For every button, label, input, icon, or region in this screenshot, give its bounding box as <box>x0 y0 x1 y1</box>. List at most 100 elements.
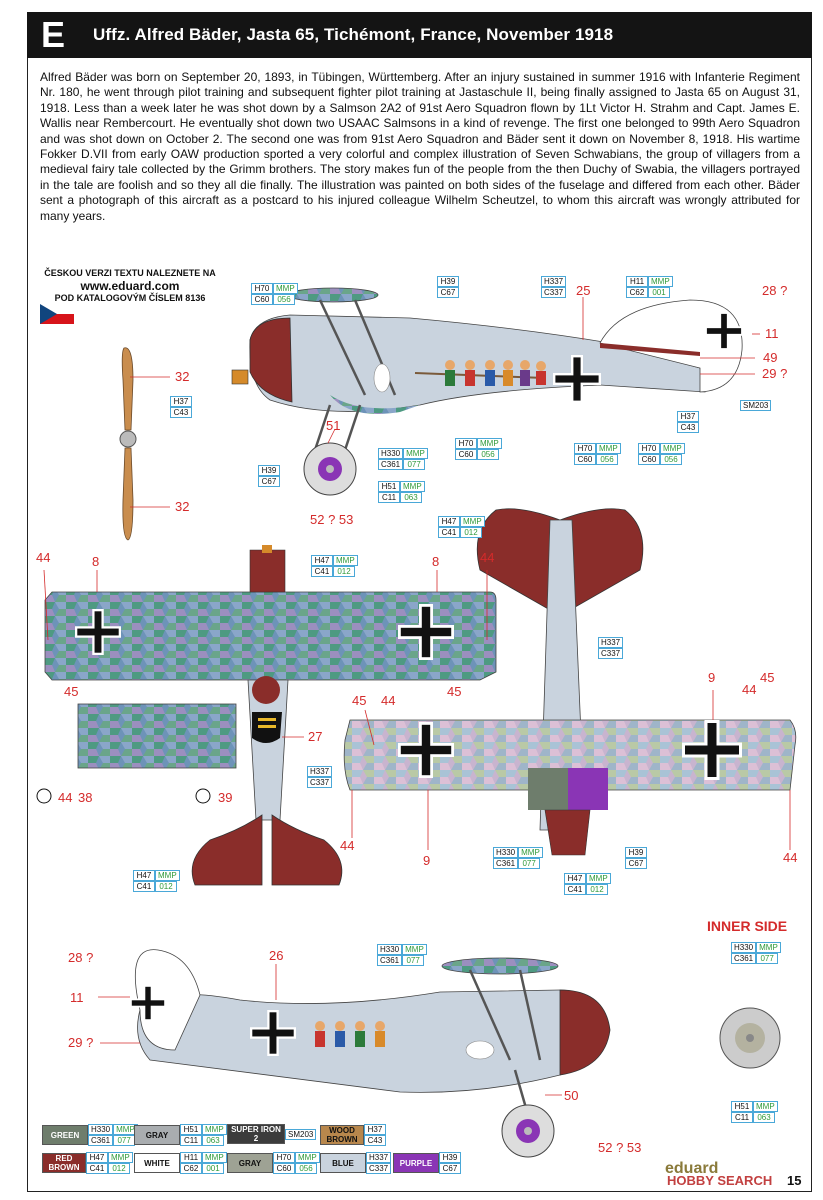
side-profile-right <box>130 949 781 1158</box>
callout-29a: 29 ? <box>762 366 787 381</box>
inner-side-label: INNER SIDE <box>707 918 788 934</box>
header-bar: E Uffz. Alfred Bäder, Jasta 65, Tichémon… <box>27 12 812 58</box>
callout-39: 39 <box>218 790 232 805</box>
bottom-view <box>343 508 797 856</box>
legend-swatch: WOOD BROWN <box>320 1125 364 1145</box>
eduard-logo: eduard <box>665 1160 719 1177</box>
legend-swatch: GRAY <box>134 1125 180 1145</box>
callout-numbers: 32 32 25 28 ? 11 49 29 ? 51 52 ? 53 44 8… <box>36 283 797 1155</box>
callout-44f: 44 <box>340 838 354 853</box>
callout-38: 38 <box>78 790 92 805</box>
pilot-biography: Alfred Bäder was born on September 20, 1… <box>40 70 800 223</box>
callout-44e: 44 <box>381 693 395 708</box>
callout-50: 50 <box>564 1088 578 1103</box>
legend-paint-codes: SM203 <box>285 1128 317 1140</box>
eduard-link[interactable]: www.eduard.com <box>80 279 180 293</box>
callout-8b: 8 <box>432 554 439 569</box>
callout-45b: 45 <box>447 684 461 699</box>
czech-flag-icon <box>40 304 74 324</box>
top-view <box>36 545 497 886</box>
callout-52b: 52 ? 53 <box>598 1140 641 1155</box>
legend-swatch: PURPLE <box>393 1153 439 1173</box>
callout-29b: 29 ? <box>68 1035 93 1050</box>
callout-32b: 32 <box>175 499 189 514</box>
callout-27: 27 <box>308 729 322 744</box>
legend-swatch: GRAY <box>227 1153 273 1173</box>
legend-swatch: RED BROWN <box>42 1153 86 1173</box>
callout-45c: 45 <box>760 670 774 685</box>
callout-11b: 11 <box>70 990 84 1005</box>
callout-25: 25 <box>576 283 590 298</box>
callout-49: 49 <box>763 350 777 365</box>
callout-45a: 45 <box>64 684 78 699</box>
legend-swatch: BLUE <box>320 1153 366 1173</box>
page-number: 15 <box>787 1173 802 1188</box>
callout-44d: 44 <box>742 682 756 697</box>
paint-tag: SM203 <box>740 400 772 411</box>
callout-52a: 52 ? 53 <box>310 512 353 527</box>
callout-51: 51 <box>326 418 340 433</box>
callout-leaders <box>43 297 791 1096</box>
profile-title: Uffz. Alfred Bäder, Jasta 65, Tichémont,… <box>93 25 614 44</box>
legend-swatch: GREEN <box>42 1125 88 1145</box>
callout-26: 26 <box>269 948 283 963</box>
callout-44c: 44 <box>58 790 72 805</box>
czech-note-line2: POD KATALOGOVÝM ČÍSLEM 8136 <box>54 293 206 303</box>
czech-note-line1: ČESKOU VERZI TEXTU NALEZNETE NA <box>44 268 216 278</box>
profile-letter: E <box>33 15 73 55</box>
propeller <box>119 347 137 541</box>
hobby-search-watermark: HOBBY SEARCH <box>667 1173 773 1188</box>
callout-44g: 44 <box>783 850 797 865</box>
callout-11a: 11 <box>765 326 779 341</box>
side-profile-left <box>231 287 743 496</box>
callout-45d: 45 <box>352 693 366 708</box>
callout-32a: 32 <box>175 369 189 384</box>
legend-swatch: SUPER IRON 2 <box>227 1124 285 1144</box>
czech-note: ČESKOU VERZI TEXTU NALEZNETE NA www.edua… <box>40 268 220 304</box>
callout-44a: 44 <box>36 550 50 565</box>
callout-28b: 28 ? <box>68 950 93 965</box>
callout-44b: 44 <box>480 550 494 565</box>
callout-28a: 28 ? <box>762 283 787 298</box>
fairy-tale-illustration-right <box>315 1021 495 1060</box>
legend-swatch: WHITE <box>134 1153 180 1173</box>
